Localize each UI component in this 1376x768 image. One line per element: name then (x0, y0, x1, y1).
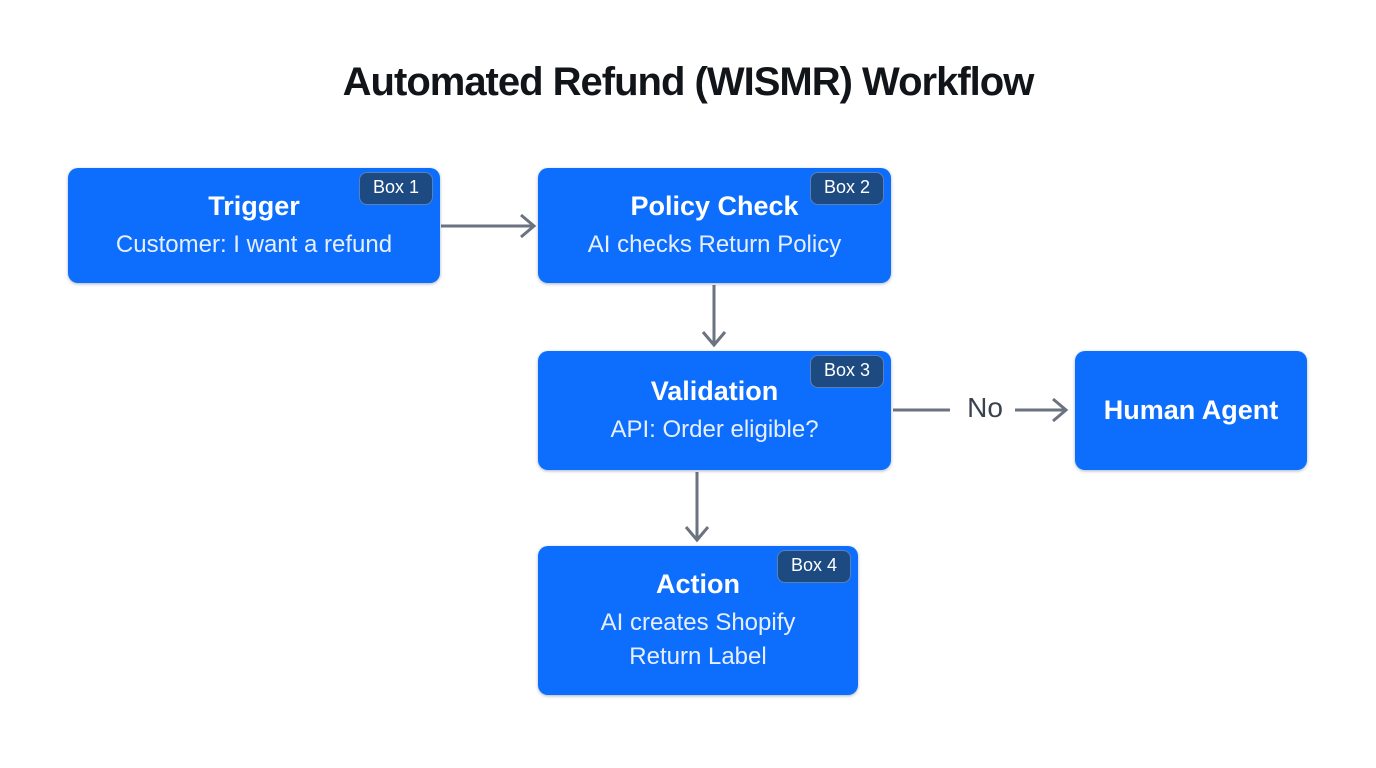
flow-node-validation: Box 3 Validation API: Order eligible? (538, 351, 891, 470)
diagram-title: Automated Refund (WISMR) Workflow (342, 60, 1035, 104)
node-subtitle: Customer: I want a refund (115, 230, 393, 258)
node-badge: Box 3 (809, 355, 884, 388)
node-subtitle: API: Order eligible? (610, 415, 819, 443)
flow-node-human-agent: Human Agent (1075, 351, 1307, 470)
node-subtitle: AI checks Return Policy (587, 230, 842, 258)
flow-node-trigger: Box 1 Trigger Customer: I want a refund (68, 168, 440, 283)
node-title: Trigger (208, 190, 300, 221)
arrow-trigger-to-policy (441, 213, 537, 239)
node-badge: Box 2 (809, 172, 884, 205)
node-subtitle: AI creates Shopify Return Label (600, 609, 796, 670)
node-title: Policy Check (630, 190, 799, 221)
node-badge: Box 4 (776, 550, 851, 583)
node-title: Validation (650, 375, 779, 406)
arrow-policy-to-validation (701, 285, 727, 348)
node-title: Action (656, 568, 740, 599)
node-badge: Box 1 (358, 172, 433, 205)
flow-node-policy-check: Box 2 Policy Check AI checks Return Poli… (538, 168, 891, 283)
arrow-validation-to-action (684, 472, 710, 543)
edge-label-no: No (967, 392, 1003, 423)
node-title: Human Agent (1103, 395, 1279, 426)
flow-node-action: Box 4 Action AI creates Shopify Return L… (538, 546, 858, 695)
